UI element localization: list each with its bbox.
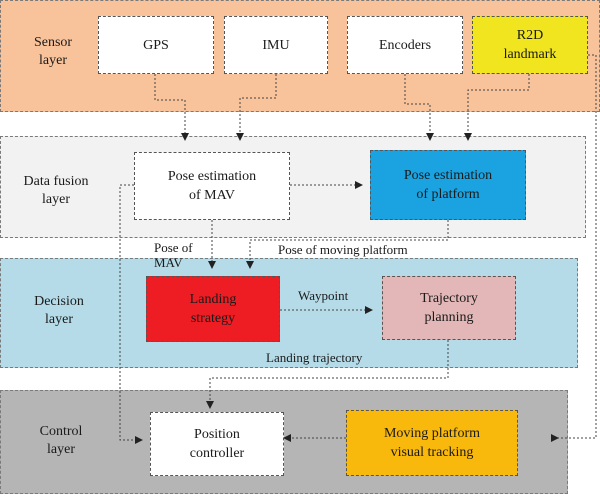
edge-trajectory-to-position [206, 340, 449, 409]
encoders-label: Encoders [378, 37, 432, 53]
r2d-landmark-box: R2D landmark [472, 16, 588, 74]
decision-layer-label: Decision layer [34, 294, 84, 327]
trajectory-planning-label: Trajectory planning [420, 291, 478, 325]
edge-label-waypoint: Waypoint [298, 288, 349, 303]
edge-r2d-to-pose-platform [464, 74, 530, 141]
position-controller-box: Position controller [150, 412, 284, 476]
pose-estimation-mav-label: Pose estimation of MAV [167, 169, 257, 203]
imu-label: IMU [262, 37, 290, 53]
sensor-layer-label: Sensor layer [33, 35, 73, 68]
gps-label: GPS [143, 37, 169, 53]
landing-strategy-box: Landing strategy [146, 276, 280, 342]
gps-box: GPS [98, 16, 214, 74]
edge-r2d-to-visual-tracking [557, 54, 597, 442]
control-layer-label: Control layer [39, 424, 83, 457]
r2d-landmark-label: R2D landmark [503, 28, 557, 62]
moving-platform-visual-tracking-box: Moving platform visual tracking [346, 410, 518, 476]
position-controller-label: Position controller [189, 427, 245, 461]
edge-imu-to-pose-mav [236, 74, 277, 141]
pose-estimation-platform-label: Pose estimation of platform [403, 168, 493, 202]
edge-label-landing-trajectory: Landing trajectory [266, 350, 363, 365]
imu-box: IMU [224, 16, 328, 74]
edge-encoders-to-pose-platform [404, 74, 434, 141]
pose-estimation-platform-box: Pose estimation of platform [370, 150, 526, 220]
edge-pose-mav-to-position [119, 184, 143, 444]
moving-platform-visual-tracking-label: Moving platform visual tracking [383, 426, 481, 460]
encoders-box: Encoders [347, 16, 463, 74]
edge-label-pose-of-moving-platform: Pose of moving platform [278, 242, 408, 257]
pose-estimation-mav-box: Pose estimation of MAV [134, 152, 290, 220]
edge-pose-platform-to-landing [246, 220, 449, 269]
data-fusion-layer-label: Data fusion layer [23, 174, 89, 207]
trajectory-planning-box: Trajectory planning [382, 276, 516, 340]
edge-gps-to-pose-mav [154, 74, 189, 141]
landing-strategy-label: Landing strategy [189, 292, 237, 326]
edge-label-pose-of-mav: Pose of MAV [154, 240, 193, 270]
